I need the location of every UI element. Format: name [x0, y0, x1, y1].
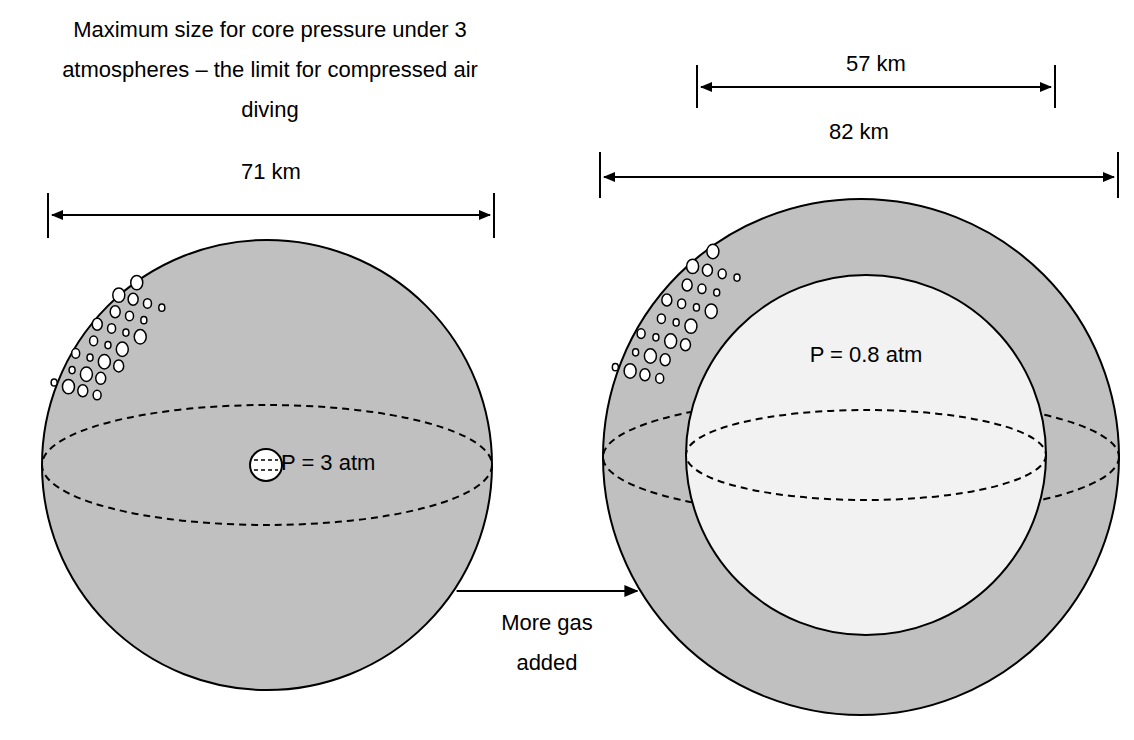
dimension-label: 57 km	[826, 44, 926, 84]
pressure-label: P = 3 atm	[281, 443, 421, 483]
flow-arrow	[457, 590, 638, 592]
arrow-label: More gas added	[487, 603, 607, 683]
sphere-outline	[41, 239, 493, 691]
core-sphere: P = 0.8 atm	[685, 274, 1047, 636]
sphere-outline	[685, 274, 1047, 636]
pressure-label: P = 0.8 atm	[766, 335, 966, 375]
asteroid-sphere: P = 3 atm	[41, 239, 493, 691]
dimension-label: 71 km	[221, 152, 321, 192]
asteroid-sphere: P = 0.8 atm	[602, 198, 1120, 716]
heading-note: Maximum size for core pressure under 3 a…	[40, 10, 500, 130]
dimension-label: 82 km	[809, 112, 909, 152]
